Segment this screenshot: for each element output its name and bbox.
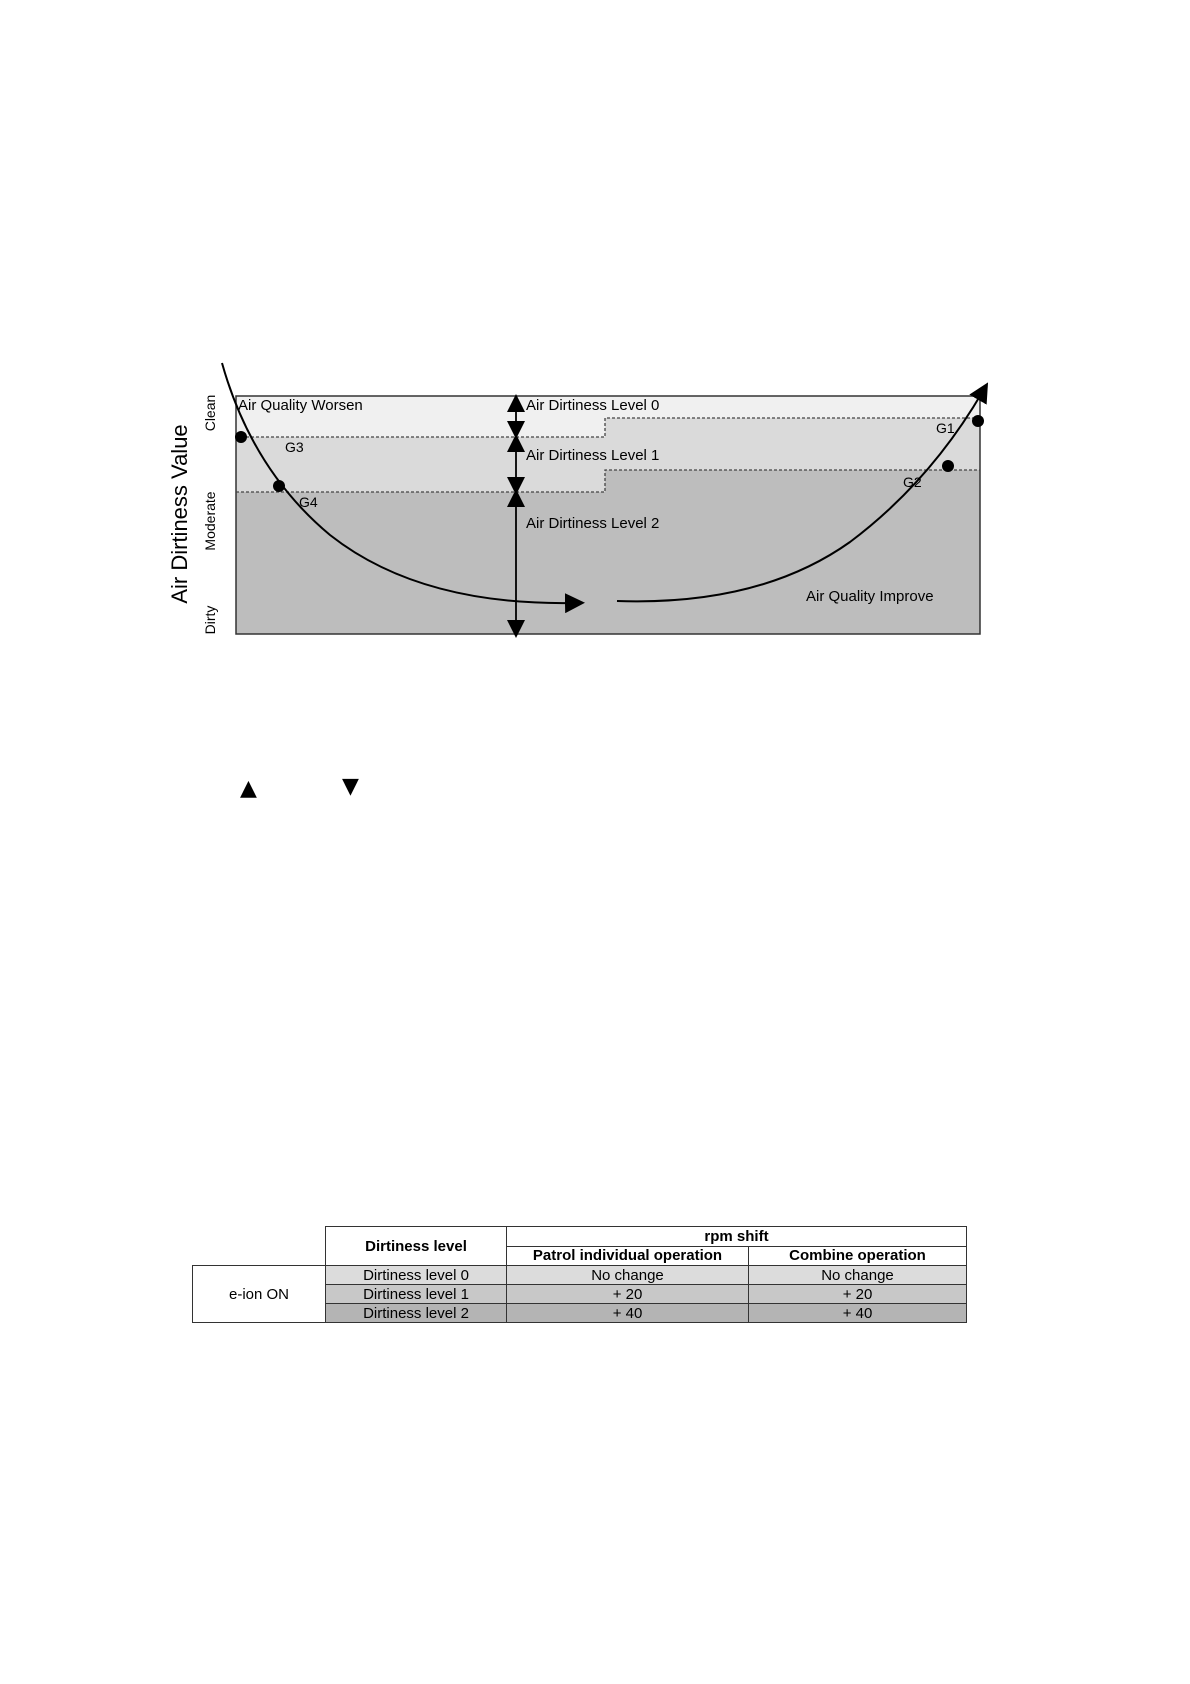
band-level-1 [236, 418, 980, 492]
y-axis-title: Air Dirtiness Value [167, 424, 192, 603]
table-row: Dirtiness level 2 + 40 + 40 [192, 1303, 968, 1323]
table-row: e-ion ON Dirtiness level 0 No change No … [192, 1265, 968, 1323]
combine-cell: + 20 [747, 1284, 968, 1304]
patrol-cell: + 20 [506, 1284, 749, 1304]
worsen-label: Air Quality Worsen [238, 397, 363, 414]
level-2-label: Air Dirtiness Level 2 [526, 515, 659, 532]
y-tick-dirty: Dirty [202, 606, 218, 635]
down-triangle-icon: ▼ [342, 774, 359, 799]
patrol-cell: + 40 [506, 1303, 749, 1323]
air-dirtiness-diagram: Air Dirtiness Value Clean Moderate Dirty… [167, 362, 989, 638]
combine-cell: + 40 [747, 1303, 968, 1323]
rpm-shift-header: rpm shift [505, 1226, 968, 1247]
combine-column-header: Combine operation [747, 1245, 968, 1266]
band-level-0 [236, 396, 980, 437]
level-cell: Dirtiness level 0 [325, 1265, 507, 1285]
dirtiness-level-header: Dirtiness level [325, 1226, 507, 1266]
table-corner [193, 1227, 326, 1247]
patrol-column-header: Patrol individual operation [506, 1245, 749, 1266]
table-corner-2 [193, 1246, 326, 1266]
level-cell: Dirtiness level 1 [325, 1284, 507, 1304]
improve-curve [616, 382, 989, 603]
point-g2 [942, 460, 954, 472]
up-triangle-icon: ▲ [240, 776, 257, 801]
level-1-label: Air Dirtiness Level 1 [526, 447, 659, 464]
level-0-label: Air Dirtiness Level 0 [526, 397, 659, 414]
g1-label: G1 [936, 420, 955, 436]
combine-cell: No change [747, 1265, 968, 1285]
point-g3 [235, 431, 247, 443]
patrol-cell: No change [506, 1265, 749, 1285]
g2-label: G2 [903, 474, 922, 490]
level-cell: Dirtiness level 2 [325, 1303, 507, 1323]
g4-label: G4 [299, 494, 318, 510]
diagram-frame [235, 395, 981, 635]
y-tick-moderate: Moderate [202, 491, 218, 550]
rpm-shift-table: Dirtiness level rpm shift Patrol individ… [192, 1226, 968, 1323]
table-row: Dirtiness level 1 + 20 + 20 [192, 1284, 968, 1304]
g3-label: G3 [285, 439, 304, 455]
y-tick-clean: Clean [202, 395, 218, 432]
e-ion-row-header: e-ion ON [192, 1265, 326, 1323]
point-g1 [972, 415, 984, 427]
worsen-curve [221, 362, 585, 614]
point-g4 [273, 480, 285, 492]
improve-label: Air Quality Improve [806, 588, 934, 605]
threshold-lines [236, 417, 980, 493]
